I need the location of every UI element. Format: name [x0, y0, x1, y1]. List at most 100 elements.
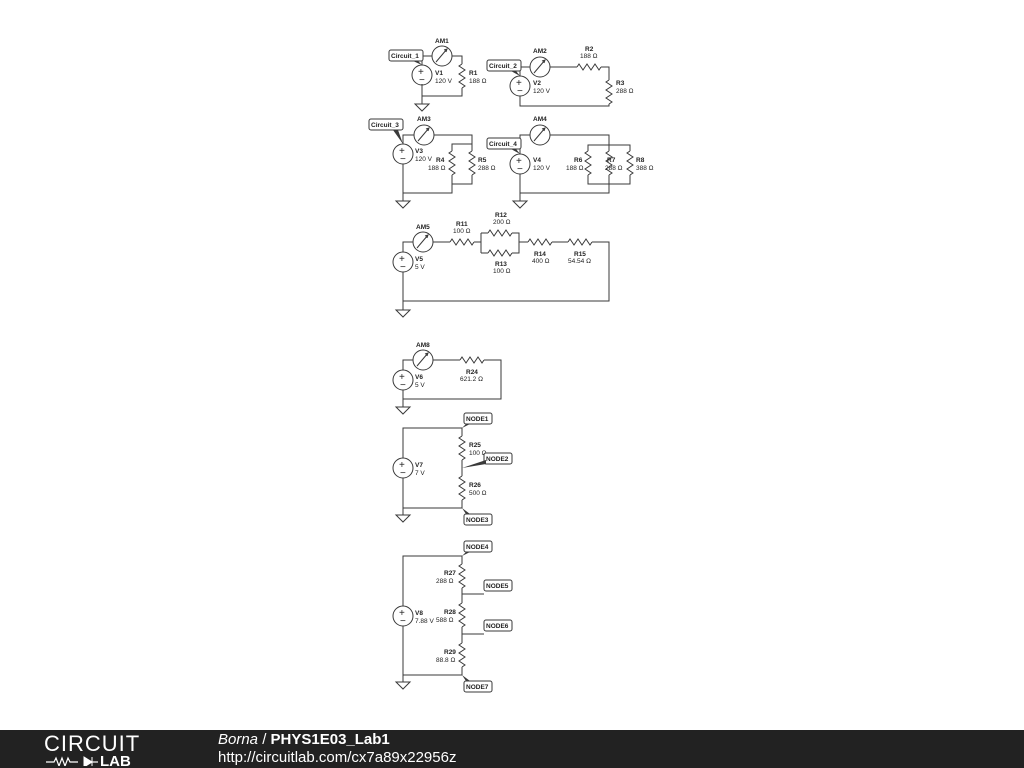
ammeter-am5[interactable]: AM5 — [412, 224, 434, 253]
wire — [402, 134, 414, 144]
svg-text:+: + — [399, 146, 405, 157]
circuit-1: AM1 +− V1 120 V R1 188 Ω Circuit_1 — [388, 38, 487, 112]
svg-text:+: + — [516, 156, 522, 167]
circuitlab-logo[interactable]: CIRCUIT LAB — [44, 732, 174, 766]
wire — [402, 478, 463, 509]
wire — [512, 232, 528, 254]
svg-text:NODE3: NODE3 — [466, 517, 489, 524]
net-label-circuit-2: Circuit_2 — [486, 59, 522, 76]
svg-text:V6: V6 — [415, 374, 423, 381]
svg-text:100 Ω: 100 Ω — [453, 228, 471, 235]
resistor-r13[interactable]: R13 100 Ω — [487, 249, 513, 275]
resistor-r12[interactable]: R12 200 Ω — [487, 212, 513, 237]
svg-text:200 Ω: 200 Ω — [493, 219, 511, 226]
voltage-source-v5[interactable]: +− V5 5 V — [392, 251, 425, 273]
svg-text:−: − — [400, 380, 406, 391]
svg-text:88.8 Ω: 88.8 Ω — [436, 657, 455, 664]
ground-symbol — [413, 103, 431, 112]
svg-text:−: − — [400, 616, 406, 627]
project-url[interactable]: http://circuitlab.com/cx7a89x22956z — [218, 749, 457, 766]
voltage-source-v2[interactable]: +− V2 120 V — [509, 75, 551, 97]
resistor-r26[interactable]: R26 500 Ω — [458, 475, 487, 501]
resistor-r25[interactable]: R25 100 Ω — [458, 435, 487, 461]
net-label-node1: NODE1 — [462, 412, 493, 428]
svg-text:V7: V7 — [415, 462, 423, 469]
resistor-r28[interactable]: R28 588 Ω — [436, 602, 466, 628]
svg-text:+: + — [418, 67, 424, 78]
svg-text:R4: R4 — [436, 157, 445, 164]
net-label-node6: NODE6 — [483, 619, 513, 632]
svg-text:7 V: 7 V — [415, 470, 425, 477]
svg-text:CIRCUIT: CIRCUIT — [44, 732, 140, 756]
voltage-source-v3[interactable]: +− V3 120 V — [392, 143, 433, 165]
svg-text:AM3: AM3 — [417, 116, 431, 123]
wire — [402, 626, 463, 676]
wire — [550, 66, 610, 80]
svg-text:188 Ω: 188 Ω — [428, 165, 446, 172]
ammeter-am8[interactable]: AM8 — [412, 342, 434, 371]
svg-text:R14: R14 — [534, 251, 546, 258]
ammeter-am1[interactable]: AM1 — [431, 38, 453, 67]
resistor-r27[interactable]: R27 288 Ω — [436, 563, 466, 589]
svg-text:R5: R5 — [478, 157, 487, 164]
svg-text:R29: R29 — [444, 649, 456, 656]
svg-text:−: − — [400, 154, 406, 165]
wire — [587, 175, 631, 185]
resistor-r14[interactable]: R14 400 Ω — [527, 238, 553, 265]
voltage-source-v4[interactable]: +− V4 120 V — [509, 153, 551, 175]
wire — [519, 96, 610, 107]
resistor-r1[interactable]: R1 188 Ω — [458, 63, 487, 89]
author-name[interactable]: Borna — [218, 731, 259, 748]
svg-text:AM1: AM1 — [435, 38, 449, 45]
resistor-r4[interactable]: R4 188 Ω — [428, 150, 456, 176]
svg-text:R28: R28 — [444, 609, 456, 616]
ammeter-am3[interactable]: AM3 — [413, 116, 435, 146]
project-title[interactable]: PHYS1E03_Lab1 — [270, 731, 390, 748]
svg-text:−: − — [419, 75, 425, 86]
resistor-r24[interactable]: R24 621.2 Ω — [459, 356, 485, 383]
voltage-source-v6[interactable]: +− V6 5 V — [392, 369, 425, 391]
resistor-r8[interactable]: R8 388 Ω — [626, 150, 654, 176]
resistor-r2[interactable]: R2 188 Ω — [576, 46, 602, 71]
svg-text:400 Ω: 400 Ω — [532, 258, 550, 265]
svg-text:54.54 Ω: 54.54 Ω — [568, 258, 591, 265]
svg-text:NODE1: NODE1 — [466, 416, 489, 423]
svg-text:388 Ω: 388 Ω — [636, 165, 654, 172]
svg-text:120 V: 120 V — [415, 156, 433, 163]
wire — [519, 174, 610, 194]
resistor-r5[interactable]: R5 288 Ω — [468, 150, 496, 176]
svg-text:621.2 Ω: 621.2 Ω — [460, 376, 483, 383]
wire — [451, 175, 473, 185]
svg-text:R7: R7 — [607, 157, 616, 164]
svg-text:V2: V2 — [533, 80, 541, 87]
net-label-circuit-4: Circuit_4 — [486, 137, 522, 154]
resistor-r15[interactable]: R15 54.54 Ω — [567, 238, 593, 265]
svg-text:R25: R25 — [469, 442, 481, 449]
wire — [480, 232, 488, 254]
net-label-circuit-1: Circuit_1 — [388, 49, 424, 65]
path-separator: / — [258, 731, 271, 748]
svg-text:5 V: 5 V — [415, 264, 425, 271]
wire — [402, 164, 453, 194]
ammeter-am4[interactable]: AM4 — [529, 116, 551, 146]
voltage-source-v8[interactable]: +− V8 7.88 V — [392, 605, 434, 627]
resistor-r7[interactable]: R7 288 Ω — [605, 150, 623, 176]
svg-text:R8: R8 — [636, 157, 645, 164]
svg-text:NODE7: NODE7 — [466, 684, 489, 691]
ammeter-am2[interactable]: AM2 — [529, 48, 551, 78]
resistor-r3[interactable]: R3 288 Ω — [605, 79, 634, 105]
net-label-node7: NODE7 — [462, 675, 493, 693]
svg-text:R12: R12 — [495, 212, 507, 219]
resistor-r11[interactable]: R11 100 Ω — [449, 221, 475, 246]
svg-text:R1: R1 — [469, 70, 478, 77]
wire — [402, 359, 413, 370]
svg-text:188 Ω: 188 Ω — [566, 165, 584, 172]
resistor-r6[interactable]: R6 188 Ω — [566, 150, 592, 176]
voltage-source-v1[interactable]: +− V1 120 V — [411, 64, 453, 86]
svg-text:Circuit_3: Circuit_3 — [371, 122, 399, 129]
circuit-8: +− V8 7.88 V R27 288 Ω R28 588 Ω R29 88.… — [392, 540, 513, 693]
resistor-r29[interactable]: R29 88.8 Ω — [436, 642, 466, 668]
voltage-source-v7[interactable]: +− V7 7 V — [392, 457, 425, 479]
svg-text:120 V: 120 V — [435, 78, 453, 85]
svg-text:188 Ω: 188 Ω — [580, 53, 598, 60]
